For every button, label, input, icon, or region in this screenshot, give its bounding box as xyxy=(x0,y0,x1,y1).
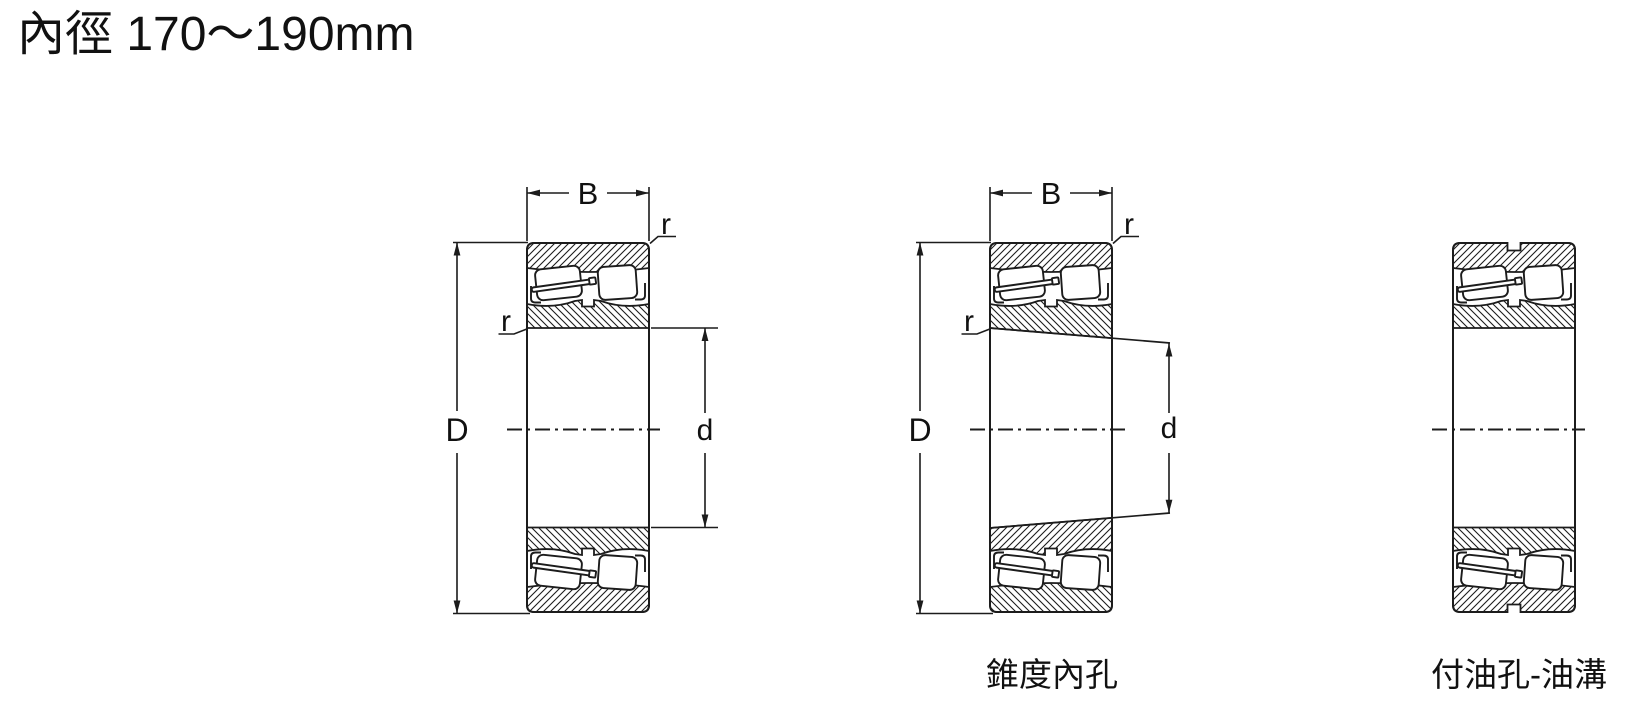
dimension-labels: B D d r r B D d r r xyxy=(445,176,1177,448)
dimension-line xyxy=(989,187,1113,241)
dimension-line xyxy=(916,241,993,615)
cage-hook xyxy=(530,551,541,569)
inner-ring-section-top xyxy=(989,298,1113,340)
arrowhead xyxy=(527,189,540,197)
arrowhead xyxy=(1099,189,1112,197)
roller xyxy=(1059,554,1102,591)
dimension-line xyxy=(453,241,530,615)
dim-label-width: B xyxy=(1041,176,1062,211)
arrowhead xyxy=(701,514,709,528)
oil-groove-notch xyxy=(1507,604,1521,614)
inner-ring-section-bottom xyxy=(1452,526,1576,557)
arrowhead xyxy=(453,600,461,614)
bearing-outline xyxy=(989,242,1113,613)
cage-hook xyxy=(1456,286,1467,304)
dim-label-outer-diameter: D xyxy=(445,412,468,448)
dim-label-fillet-top: r xyxy=(1124,208,1134,241)
arrowhead xyxy=(453,242,461,256)
cage-hook xyxy=(1098,554,1109,572)
roller xyxy=(596,554,639,591)
dim-label-outer-diameter: D xyxy=(908,412,931,448)
bearing-cylindrical-bore xyxy=(453,187,718,615)
cage-hook xyxy=(635,283,646,301)
cage-tab xyxy=(1514,276,1523,286)
inner-ring-section-bottom xyxy=(989,516,1113,557)
cage-hook xyxy=(530,286,541,304)
cage-tab xyxy=(1051,569,1060,579)
arrowhead xyxy=(1165,343,1173,357)
caption-oil-hole-groove: 付油孔-油溝 xyxy=(1431,656,1607,693)
taper-bore-line xyxy=(989,512,1171,529)
arrowhead xyxy=(701,328,709,341)
bearing-oil-hole-groove xyxy=(1432,241,1585,614)
arrowhead xyxy=(916,600,924,614)
cage-hook xyxy=(1561,283,1572,301)
cage-tab xyxy=(588,569,597,579)
inner-ring-section-top xyxy=(526,298,650,329)
cage-hook xyxy=(1098,283,1109,301)
oil-groove-notch xyxy=(1506,603,1522,613)
dim-label-bore-diameter: d xyxy=(697,414,714,447)
inner-ring-section-bottom xyxy=(526,526,650,557)
bearing-outline xyxy=(526,242,650,613)
dim-label-fillet-side: r xyxy=(501,305,511,338)
dimension-line xyxy=(649,235,676,245)
dimension-line xyxy=(651,327,718,529)
dim-label-width: B xyxy=(578,176,599,211)
arrowhead xyxy=(1165,499,1173,513)
roller xyxy=(1522,554,1565,591)
bearing-outline xyxy=(1452,242,1576,613)
bearing-tapered-bore xyxy=(916,187,1173,615)
arrowhead xyxy=(916,242,924,256)
roller xyxy=(1522,264,1565,301)
page-title: 內徑 170～190mm xyxy=(17,8,415,61)
cage-hook xyxy=(993,551,1004,569)
cage-hook xyxy=(635,554,646,572)
roller xyxy=(1059,264,1102,301)
caption-tapered-bore: 錐度內孔 xyxy=(986,656,1118,693)
arrowhead xyxy=(636,189,649,197)
arrowhead xyxy=(990,189,1003,197)
oil-groove-notch xyxy=(1507,241,1521,251)
dimension-line xyxy=(526,187,650,241)
cage-hook xyxy=(1456,551,1467,569)
cage-hook xyxy=(1561,554,1572,572)
oil-groove-notch xyxy=(1506,242,1522,252)
roller xyxy=(596,264,639,301)
cage-tab xyxy=(588,276,597,286)
dim-label-bore-diameter: d xyxy=(1161,412,1178,445)
cage-tab xyxy=(1514,569,1523,579)
inner-ring-section-top xyxy=(1452,298,1576,329)
cage-hook xyxy=(993,286,1004,304)
cage-tab xyxy=(1051,276,1060,286)
taper-bore-line xyxy=(989,327,1171,344)
dim-label-fillet-top: r xyxy=(661,208,671,241)
dimension-line xyxy=(961,328,991,335)
dimension-line xyxy=(1112,235,1139,245)
dimension-line xyxy=(498,328,528,335)
dim-label-fillet-side: r xyxy=(964,305,974,338)
